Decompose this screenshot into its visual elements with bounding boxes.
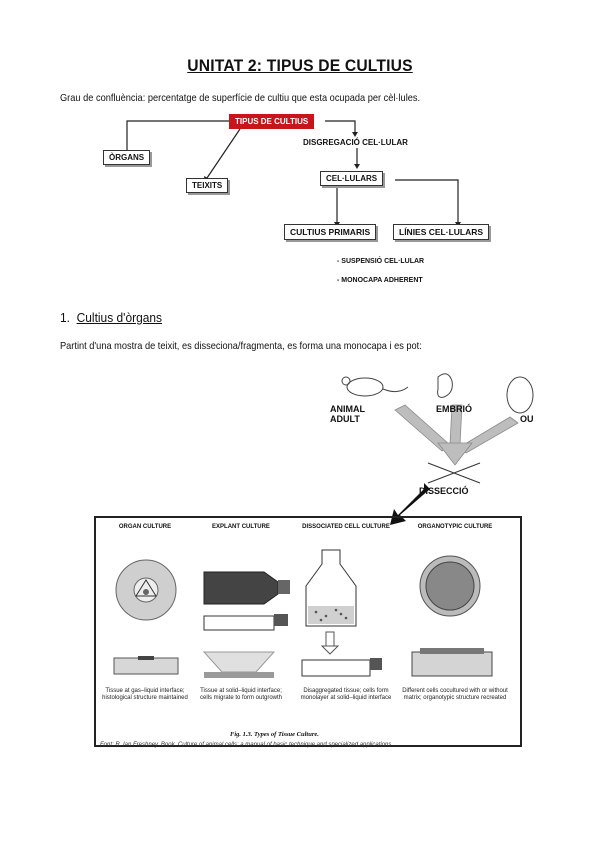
figure-caption: Fig. 1.3. Types of Tissue Culture. (230, 731, 319, 738)
diagram-connectors (124, 120, 461, 227)
column-caption: Tissue at solid–liquid interface; cells … (199, 688, 283, 701)
column-caption: Tissue at gas–liquid interface; histolog… (102, 688, 188, 701)
egg-icon (506, 376, 534, 414)
node-cellulars: CEL·LULARS (320, 171, 384, 186)
list-suspensio: - SUSPENSIÓ CEL·LULAR (337, 258, 425, 265)
list-monocapa: - MONOCAPA ADHERENT (337, 277, 423, 284)
node-teixits: TEIXITS (186, 178, 229, 193)
section-title: Cultius d'òrgans (76, 310, 163, 325)
organotypic-dish (411, 555, 493, 677)
converging-arrows (394, 404, 519, 466)
section-heading: 1. Cultius d'òrgans (60, 310, 162, 325)
arrowhead (352, 132, 358, 137)
explant-flasks (202, 571, 290, 678)
page-title: UNITAT 2: TIPUS DE CULTIUS (187, 56, 413, 75)
column-title: EXPLANT CULTURE (212, 524, 270, 530)
node-linies-cellulars: LÍNIES CEL·LULARS (393, 224, 490, 240)
organ-culture-dish (113, 559, 179, 675)
pointer-arrow (390, 483, 430, 525)
embryo-icon (437, 373, 453, 398)
figure-frame (94, 516, 522, 747)
section-number: 1. (60, 310, 70, 325)
connector-linies (395, 179, 459, 222)
arrowhead (354, 164, 360, 169)
culture-illustrations (113, 549, 493, 678)
intro-text: Grau de confluència: percentatge de supe… (60, 92, 421, 104)
node-cultius-primaris: CULTIUS PRIMARIS (284, 224, 377, 240)
mouse-icon (341, 376, 409, 397)
connector-organs (126, 120, 229, 150)
node-tipus-de-cultius: TIPUS DE CULTIUS (229, 114, 315, 129)
column-caption: Different cells cocultured with or witho… (402, 688, 508, 701)
node-organs: ÒRGANS (103, 150, 151, 165)
label-embrio: EMBRIÓ (436, 404, 472, 414)
column-title: ORGANOTYPIC CULTURE (417, 524, 493, 530)
connector-disgregacio (325, 120, 356, 132)
dissection-figure (341, 373, 534, 525)
label-animal-adult: ANIMAL ADULT (330, 404, 365, 424)
column-title: DISSOCIATED CELL CULTURE (302, 524, 390, 530)
connector-teixits (206, 128, 241, 179)
column-caption: Disaggregated tissue; cells form monolay… (300, 688, 392, 701)
label-ou: OU (520, 414, 534, 424)
column-title: ORGAN CULTURE (118, 524, 172, 530)
dissociated-flask (301, 549, 382, 677)
scissors-icon (427, 462, 481, 484)
node-disgregacio: DISGREGACIÓ CEL·LULAR (303, 138, 408, 147)
figure-source: Font: R. Ian Freshney. Book. Culture of … (100, 742, 392, 748)
label-disseccio: DISSECCIÓ (419, 486, 469, 496)
section-paragraph: Partint d'una mostra de teixit, es disse… (60, 340, 422, 352)
